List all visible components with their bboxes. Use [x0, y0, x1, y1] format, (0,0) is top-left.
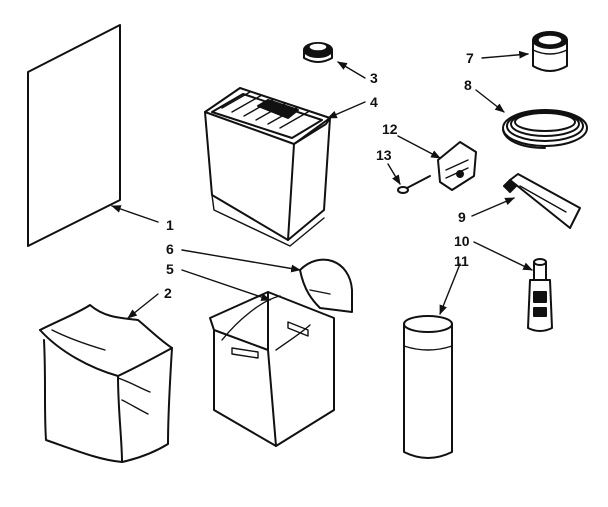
label-5: 5 — [166, 261, 174, 277]
label-2: 2 — [164, 285, 172, 301]
part-12-bracket — [437, 141, 477, 191]
label-11: 11 — [454, 253, 469, 269]
part-1-panel — [27, 24, 121, 247]
label-3: 3 — [370, 70, 378, 86]
part-11-can — [403, 315, 453, 459]
part-4-filter-box — [204, 87, 331, 247]
label-12: 12 — [382, 121, 398, 137]
label-6: 6 — [166, 241, 174, 257]
part-2-bag — [39, 304, 173, 463]
part-13-screw — [397, 175, 431, 194]
label-7: 7 — [466, 50, 474, 66]
part-8-hose — [502, 109, 588, 149]
part-7-jar — [532, 31, 568, 72]
part-10-can — [527, 258, 553, 332]
label-10: 10 — [454, 233, 470, 249]
part-3-fitting — [303, 42, 333, 63]
part-5-tray — [209, 291, 335, 447]
label-4: 4 — [370, 94, 378, 110]
callout-lines — [111, 50, 533, 319]
label-8: 8 — [464, 77, 472, 93]
label-13: 13 — [376, 147, 392, 163]
part-9-tube — [503, 173, 581, 229]
part-6-lid — [299, 258, 353, 313]
label-1: 1 — [166, 217, 174, 233]
label-9: 9 — [458, 209, 466, 225]
